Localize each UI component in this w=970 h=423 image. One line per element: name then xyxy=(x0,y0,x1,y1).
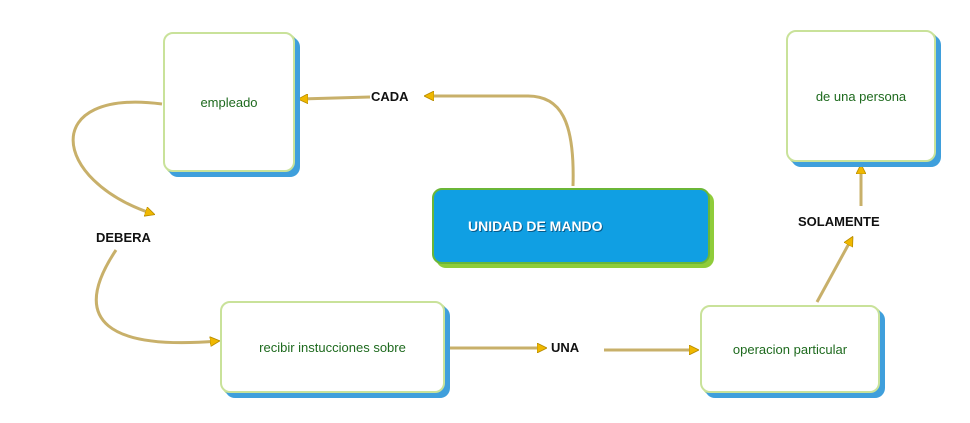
node-unidad-text: UNIDAD DE MANDO xyxy=(468,218,603,234)
node-recibir-instucciones: recibir instucciones sobre xyxy=(220,301,445,393)
link-label-solamente: SOLAMENTE xyxy=(798,214,880,230)
node-empleado: empleado xyxy=(163,32,295,172)
node-operacion-text: operacion particular xyxy=(732,341,848,357)
link-label-debera: DEBERA xyxy=(96,230,151,246)
link-label-una: UNA xyxy=(551,340,580,356)
connector-empleado-debera xyxy=(71,100,163,214)
connector-cada-empleado xyxy=(300,97,371,99)
node-unidad-de-mando: UNIDAD DE MANDO xyxy=(432,188,710,264)
node-operacion-particular: operacion particular xyxy=(700,305,880,393)
link-label-cada: CADA xyxy=(371,89,409,105)
node-recibir-text: recibir instucciones sobre xyxy=(259,339,406,355)
connector-debera-recibir xyxy=(95,249,218,343)
node-empleado-text: empleado xyxy=(200,94,258,110)
connector-operacion-solamente xyxy=(815,238,852,303)
node-de-una-persona: de una persona xyxy=(786,30,936,162)
node-persona-text: de una persona xyxy=(815,88,907,104)
connector-unidad-cada xyxy=(426,96,575,187)
